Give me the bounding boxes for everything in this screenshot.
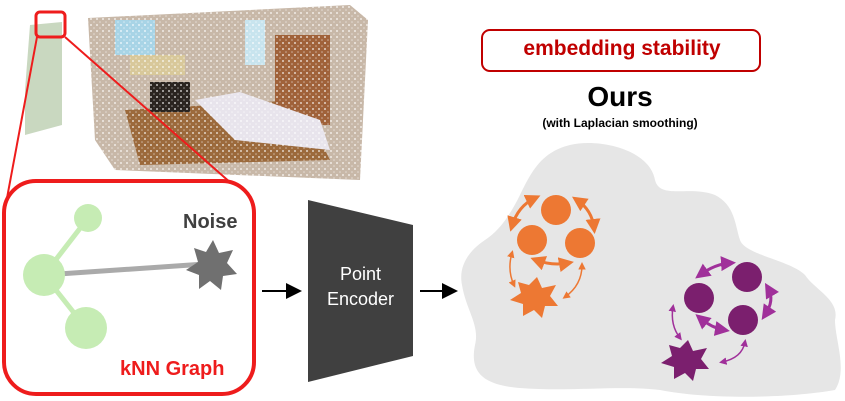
encoder-label: Point Encoder <box>308 262 413 312</box>
orange-cluster <box>507 195 601 318</box>
embedding-space-blob <box>461 143 841 397</box>
point-cloud-scene <box>25 5 368 180</box>
knn-graph-box <box>2 179 256 396</box>
graph-node <box>74 204 102 232</box>
zoom-region-box <box>34 10 67 39</box>
graph-node-center <box>23 254 65 296</box>
noise-label: Noise <box>183 211 238 233</box>
method-title: Ours <box>587 81 653 112</box>
embedding-stability-badge <box>481 29 761 72</box>
knn-graph-label: kNN Graph <box>120 358 225 380</box>
knn-graph <box>23 204 237 349</box>
point-encoder-block <box>308 200 413 382</box>
badge-text: embedding stability <box>523 37 721 60</box>
method-subtitle: (with Laplacian smoothing) <box>542 116 698 130</box>
zoom-line-left <box>6 36 38 199</box>
encoder-label-line2: Encoder <box>326 289 395 309</box>
encoder-label-line1: Point <box>339 264 382 284</box>
purple-cluster <box>661 256 780 381</box>
graph-node <box>65 307 107 349</box>
noise-star-icon <box>186 240 237 290</box>
zoom-line-right <box>64 36 233 185</box>
